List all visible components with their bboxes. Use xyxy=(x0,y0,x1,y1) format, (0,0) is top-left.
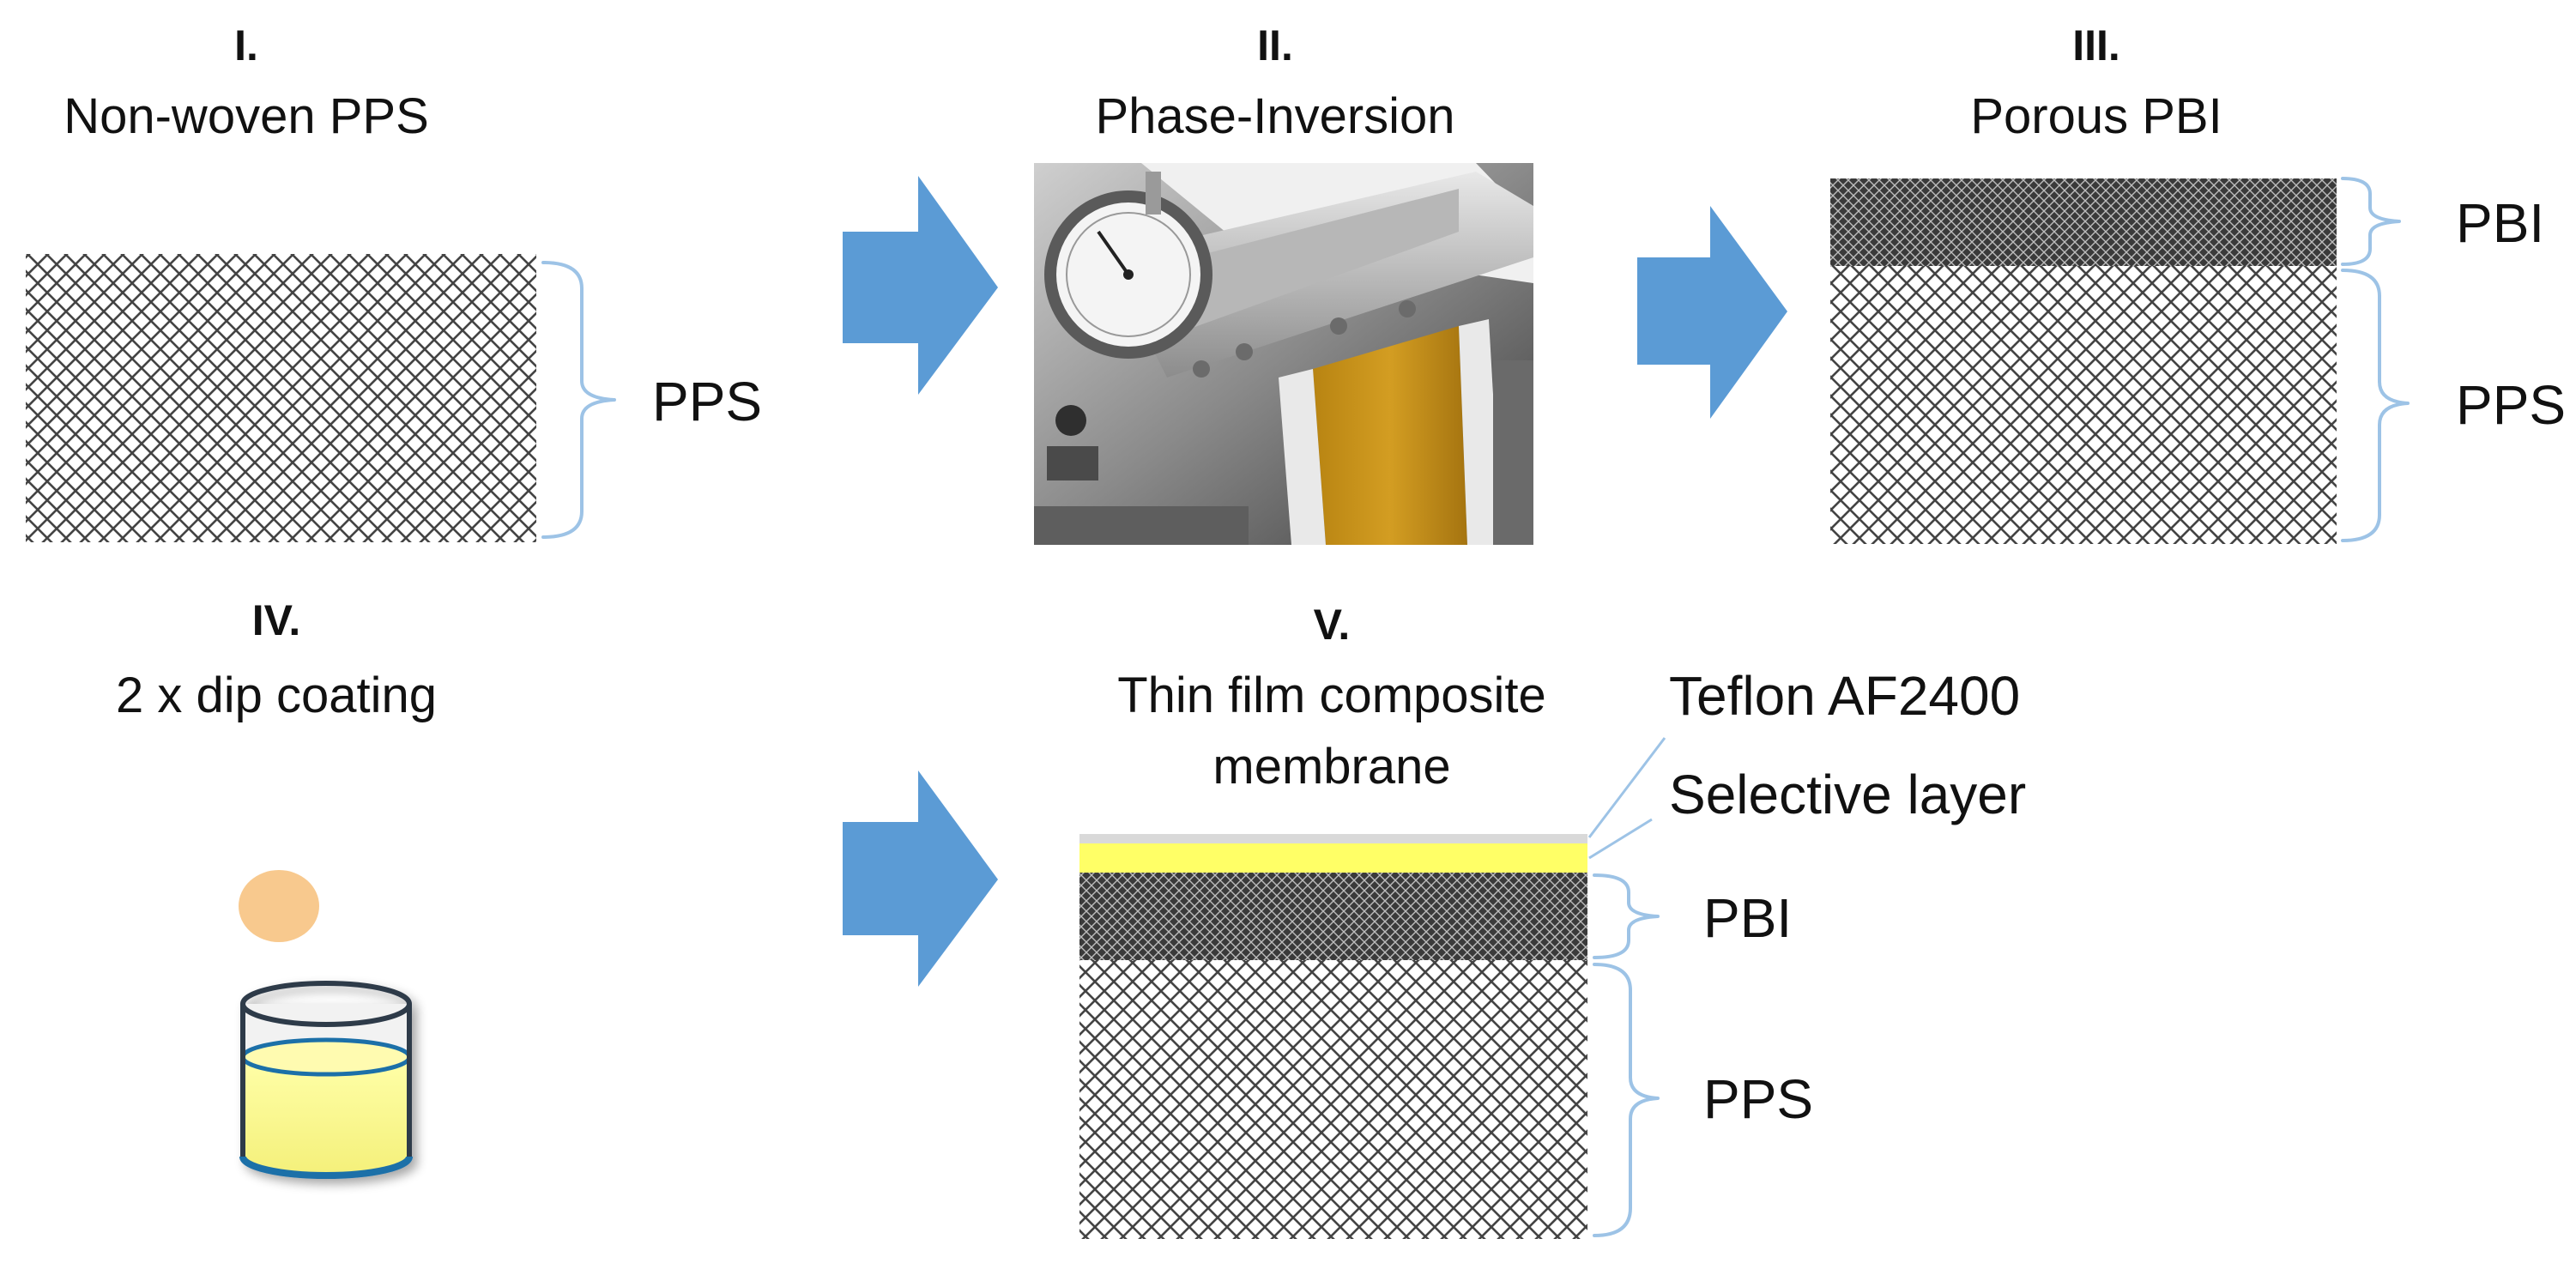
step-5-title-line2: membrane xyxy=(1212,739,1450,795)
pbi-label-3: PBI xyxy=(2456,192,2544,254)
process-arrow-icon xyxy=(843,770,998,987)
step-3-title: Porous PBI xyxy=(1970,88,2222,144)
casting-machine-photo xyxy=(1034,163,1533,545)
pps-substrate-3 xyxy=(1830,266,2337,544)
step-2-numeral: II. xyxy=(1257,21,1293,69)
pbi-brace-3 xyxy=(2341,177,2401,266)
step-2-title: Phase-Inversion xyxy=(1095,88,1454,144)
selective-label: Selective layer xyxy=(1669,764,2026,825)
teflon-leader-line xyxy=(1587,737,1666,838)
pps-label-3: PPS xyxy=(2456,374,2566,436)
pbi-layer-5 xyxy=(1079,873,1587,960)
pbi-label-5: PBI xyxy=(1703,887,1792,949)
pps-brace-1 xyxy=(541,261,616,539)
pps-label-5: PPS xyxy=(1703,1068,1813,1130)
teflon-label: Teflon AF2400 xyxy=(1669,665,2020,727)
pbi-brace-5 xyxy=(1593,873,1660,959)
pps-brace-5 xyxy=(1593,963,1660,1237)
step-4-numeral: IV. xyxy=(252,596,301,644)
pps-substrate-5 xyxy=(1079,960,1587,1239)
step-4-title: 2 x dip coating xyxy=(116,668,437,723)
step-5-numeral: V. xyxy=(1314,601,1351,649)
beaker-icon xyxy=(239,981,413,1179)
pps-brace-3 xyxy=(2341,269,2410,542)
process-arrow-icon xyxy=(1637,206,1787,419)
step-1-numeral: I. xyxy=(234,21,258,69)
droplet-icon xyxy=(239,870,319,942)
pps-substrate-1 xyxy=(26,254,536,542)
step-3-numeral: III. xyxy=(2072,21,2120,69)
pps-label-1: PPS xyxy=(652,371,762,432)
teflon-layer xyxy=(1079,834,1587,843)
pbi-layer-3 xyxy=(1830,178,2337,266)
process-arrow-icon xyxy=(843,176,998,395)
selective-leader-line xyxy=(1588,818,1653,860)
step-1-title: Non-woven PPS xyxy=(63,88,429,144)
selective-layer xyxy=(1079,843,1587,873)
step-5-title-line1: Thin film composite xyxy=(1117,668,1546,723)
